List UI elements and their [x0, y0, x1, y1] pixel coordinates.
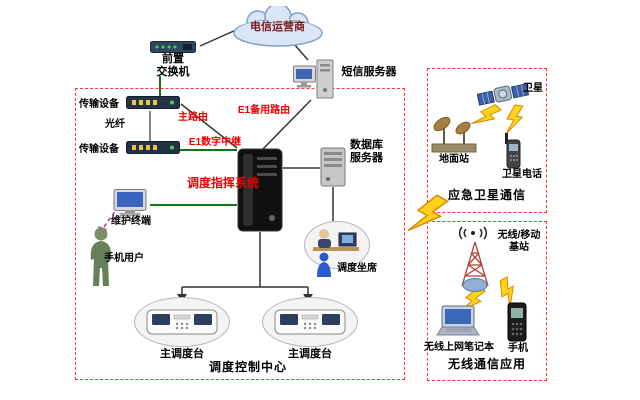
- radio-waves-icon: [455, 225, 491, 246]
- dispatch-server-tower-icon: [237, 148, 283, 237]
- ground-station-icon: [430, 110, 478, 159]
- maintenance-terminal-icon: [112, 189, 150, 222]
- dispatch-command-system-label: 调度指挥系统: [186, 176, 259, 190]
- ground-station-label: 地面站: [439, 154, 469, 165]
- emergency-satellite-title: 应急卫星通信: [447, 188, 526, 202]
- maintenance-terminal-label: 维护终端: [111, 216, 151, 227]
- dispatch-seat-icon: [304, 221, 370, 269]
- telecom-cloud-icon: 电信运营商: [230, 3, 325, 48]
- mobile-user-icon: [84, 226, 122, 295]
- sms-server-icon: [293, 58, 335, 105]
- e1-backup-route-label: E1备用路由: [237, 105, 291, 116]
- telecom-cloud-label: 电信运营商: [250, 20, 305, 33]
- wireless-laptop-label: 无线上网笔记本: [424, 342, 494, 353]
- main-console-right-icon: [262, 297, 358, 347]
- database-server-label: 数据库 服务器: [350, 139, 383, 164]
- transmission-bottom-label: 传输设备: [79, 144, 119, 155]
- emergency-satellite-box: [427, 68, 547, 213]
- satellite-phone-icon: [501, 133, 525, 176]
- database-server-icon: [320, 147, 346, 192]
- wireless-application-box: [427, 221, 547, 381]
- mobile-phone-label: 手机: [508, 343, 528, 354]
- transmission-device-top-icon: [126, 96, 180, 114]
- mobile-user-label: 手机用户: [104, 253, 144, 264]
- wireless-application-title: 无线通信应用: [447, 357, 526, 371]
- base-station-tower-icon: [457, 240, 493, 297]
- e1-digital-trunk-label: E1数字中继: [188, 137, 242, 148]
- main-route-label: 主路由: [178, 112, 208, 123]
- transmission-device-bottom-icon: [126, 141, 180, 159]
- satellite-icon: [476, 78, 530, 117]
- satellite-label: 卫星: [523, 83, 543, 94]
- main-console-left-icon: [134, 297, 230, 347]
- main-console-right-label: 主调度台: [288, 348, 332, 360]
- front-switch-icon: [150, 40, 196, 58]
- main-console-left-label: 主调度台: [160, 348, 204, 360]
- laptop-icon: [435, 305, 481, 344]
- dispatch-seat-label: 调度坐席: [337, 263, 377, 274]
- operator-person-icon: [316, 252, 332, 283]
- front-switch-label: 前置 交换机: [156, 53, 190, 78]
- mobile-phone-icon: [504, 302, 530, 349]
- transmission-top-label: 传输设备: [79, 99, 119, 110]
- satellite-phone-label: 卫星电话: [502, 169, 542, 180]
- fiber-label: 光纤: [105, 119, 125, 130]
- dispatch-control-center-box: [75, 88, 405, 380]
- sms-server-label: 短信服务器: [341, 66, 397, 78]
- base-station-label: 无线/移动 基站: [497, 230, 541, 253]
- dispatch-control-center-title: 调度控制中心: [208, 360, 287, 374]
